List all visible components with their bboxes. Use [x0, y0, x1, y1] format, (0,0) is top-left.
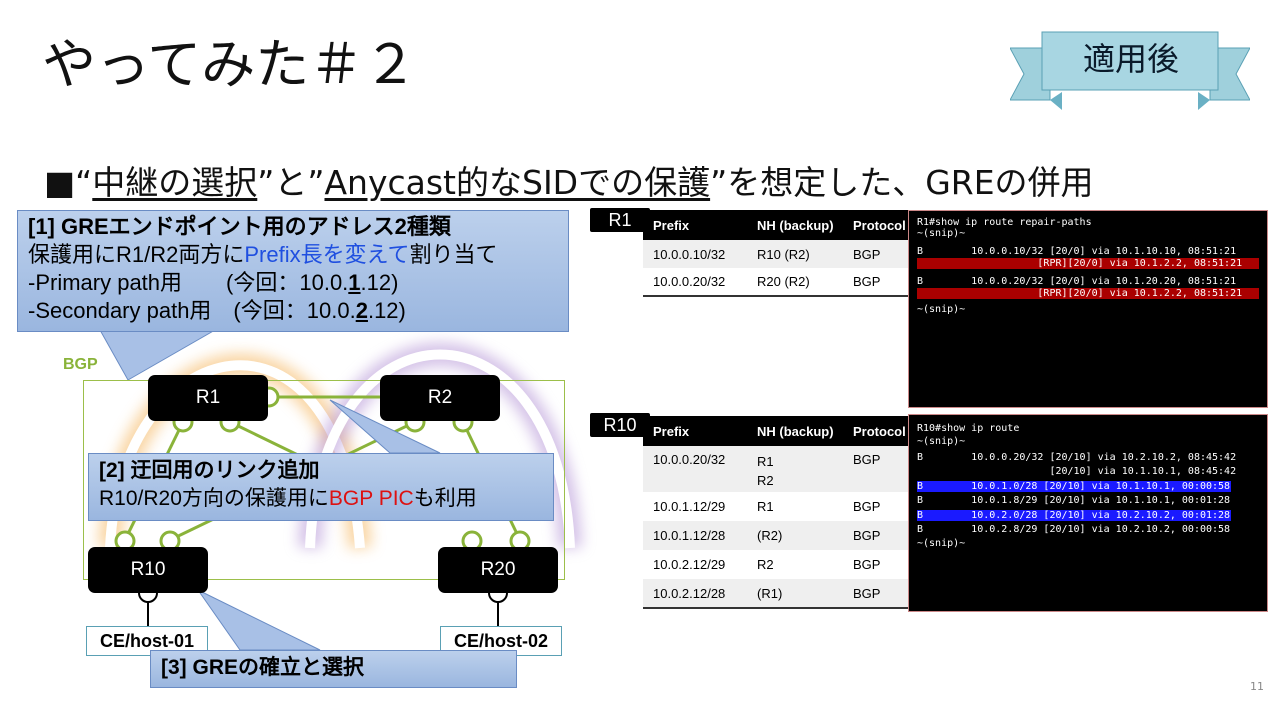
subtitle-prefix: ■“ [44, 163, 93, 202]
callout3-heading: [3] GREの確立と選択 [161, 656, 365, 679]
router-r10[interactable]: R10 [88, 547, 208, 593]
ribbon-badge [1010, 31, 1250, 110]
host-ce-01[interactable]: CE/host-01 [86, 626, 208, 656]
r1-header-protocol: Protocol [843, 210, 908, 240]
table-cell: R10 (R2) [747, 240, 843, 268]
terminal-line: B 10.0.0.20/32 [20/10] via 10.2.10.2, 08… [917, 452, 1237, 463]
terminal-line: R10#show ip route [917, 423, 1020, 434]
callout1-line4-b: 2 [355, 298, 368, 323]
table-cell: (R2) [747, 521, 843, 550]
table-cell: BGP [843, 240, 908, 268]
bgp-domain-box [83, 380, 565, 580]
callout2-line2: R10/R20方向の保護用にBGP PICも利用 [99, 485, 477, 513]
table-cell: 10.0.0.20/32 [643, 446, 747, 492]
table-cell: 10.0.2.12/29 [643, 550, 747, 579]
terminal-line-repair: [RPR][20/0] via 10.1.2.2, 08:51:21 [917, 258, 1259, 269]
router-r1[interactable]: R1 [148, 375, 268, 421]
table-cell: BGP [843, 579, 908, 608]
subtitle-mid: ”と” [257, 163, 325, 202]
callout2-line2-c: も利用 [413, 487, 477, 510]
subtitle: ■“中継の選択”と”Anycast的なSIDでの保護”を想定した、GREの併用 [44, 160, 1094, 206]
table-row: 10.0.2.12/28 (R1) BGP [643, 579, 908, 608]
ribbon-label: 適用後 [1082, 40, 1179, 78]
r10-tag: R10 [590, 413, 650, 437]
router-r2[interactable]: R2 [380, 375, 500, 421]
table-cell: 10.0.2.12/28 [643, 579, 747, 608]
r1-header-nh: NH (backup) [747, 210, 843, 240]
subtitle-part1: 中継の選択 [92, 163, 258, 202]
r10-header-protocol: Protocol [843, 416, 908, 446]
table-row: 10.0.2.12/29 R2 BGP [643, 550, 908, 579]
r1-terminal: R1#show ip route repair-paths ~(snip)~ B… [908, 210, 1268, 408]
callout1-line4: -Secondary path用 (今回：10.0.2.12) [28, 297, 406, 325]
r10-header-nh: NH (backup) [747, 416, 843, 446]
r10-route-table: Prefix NH (backup) Protocol 10.0.0.20/32… [643, 416, 908, 609]
r1-header-prefix: Prefix [643, 210, 747, 240]
terminal-line: ~(snip)~ [917, 304, 966, 315]
terminal-line: B 10.0.1.8/29 [20/10] via 10.1.10.1, 00:… [917, 495, 1231, 506]
table-row: 10.0.1.12/28 (R2) BGP [643, 521, 908, 550]
callout1-line2-a: 保護用にR1/R2両方に [28, 242, 245, 267]
callout1-line3-b: 1 [348, 270, 361, 295]
table-cell: BGP [843, 268, 908, 296]
terminal-line: B 10.0.2.8/29 [20/10] via 10.2.10.2, 00:… [917, 524, 1231, 535]
table-row: 10.0.0.20/32 R20 (R2) BGP [643, 268, 908, 296]
table-cell: 10.0.1.12/29 [643, 492, 747, 521]
subtitle-suffix: ”を想定した、GREの併用 [710, 163, 1094, 202]
callout1-line2: 保護用にR1/R2両方にPrefix長を変えて割り当て [28, 241, 498, 269]
callout-gre-establish: [3] GREの確立と選択 [150, 650, 517, 688]
r10-header-prefix: Prefix [643, 416, 747, 446]
callout1-line3: -Primary path用 (今回：10.0.1.12) [28, 269, 398, 297]
r1-route-table: Prefix NH (backup) Protocol 10.0.0.10/32… [643, 210, 908, 297]
table-cell: R2 [747, 550, 843, 579]
page-number: 11 [1250, 680, 1264, 693]
table-cell: 10.0.0.10/32 [643, 240, 747, 268]
r10-terminal: R10#show ip route ~(snip)~ B 10.0.0.20/3… [908, 414, 1268, 612]
table-cell: (R1) [747, 579, 843, 608]
table-cell: BGP [843, 550, 908, 579]
terminal-line: B 10.0.0.20/32 [20/0] via 10.1.20.20, 08… [917, 276, 1237, 287]
table-cell-line: R1 [757, 454, 774, 469]
terminal-line: ~(snip)~ [917, 228, 966, 239]
terminal-line-repair: [RPR][20/0] via 10.1.2.2, 08:51:21 [917, 288, 1259, 299]
callout2-line2-b: BGP PIC [328, 487, 414, 510]
table-cell: BGP [843, 492, 908, 521]
router-r20[interactable]: R20 [438, 547, 558, 593]
callout2-heading: [2] 迂回用のリンク追加 [99, 459, 320, 482]
terminal-line: B 10.0.0.10/32 [20/0] via 10.1.10.10, 08… [917, 246, 1237, 257]
table-cell-line: R2 [757, 473, 774, 488]
callout1-line3-a: -Primary path用 (今回：10.0. [28, 270, 349, 295]
callout1-line4-a: -Secondary path用 (今回：10.0. [28, 298, 356, 323]
table-row: 10.0.1.12/29 R1 BGP [643, 492, 908, 521]
table-row: 10.0.0.10/32 R10 (R2) BGP [643, 240, 908, 268]
callout-bypass-link: [2] 迂回用のリンク追加 R10/R20方向の保護用にBGP PICも利用 [88, 453, 554, 521]
terminal-line: ~(snip)~ [917, 538, 966, 549]
subtitle-part2: Anycast的なSIDでの保護 [324, 163, 711, 202]
table-cell: R20 (R2) [747, 268, 843, 296]
terminal-line: ~(snip)~ [917, 436, 966, 447]
callout2-line2-a: R10/R20方向の保護用に [99, 487, 329, 510]
callout-gre-endpoint: [1] GREエンドポイント用のアドレス2種類 保護用にR1/R2両方にPref… [17, 210, 569, 332]
table-cell: 10.0.0.20/32 [643, 268, 747, 296]
bgp-label: BGP [63, 356, 98, 373]
table-cell: R1 [747, 492, 843, 521]
terminal-line-highlight: B 10.0.1.0/28 [20/10] via 10.1.10.1, 00:… [917, 481, 1231, 492]
terminal-line: [20/10] via 10.1.10.1, 08:45:42 [917, 466, 1237, 477]
r1-tag: R1 [590, 208, 650, 232]
table-cell: BGP [843, 521, 908, 550]
table-cell: BGP [843, 446, 908, 492]
page-title: やってみた＃２ [42, 33, 418, 96]
callout1-line2-b: Prefix長を変えて [244, 242, 410, 267]
callout1-heading: [1] GREエンドポイント用のアドレス2種類 [28, 214, 451, 239]
callout1-line2-c: 割り当て [409, 242, 498, 267]
table-cell: 10.0.1.12/28 [643, 521, 747, 550]
callout1-line4-c: .12) [367, 298, 406, 323]
terminal-line: R1#show ip route repair-paths [917, 217, 1092, 228]
terminal-line-highlight: B 10.0.2.0/28 [20/10] via 10.2.10.2, 00:… [917, 510, 1231, 521]
callout1-line3-c: .12) [360, 270, 399, 295]
